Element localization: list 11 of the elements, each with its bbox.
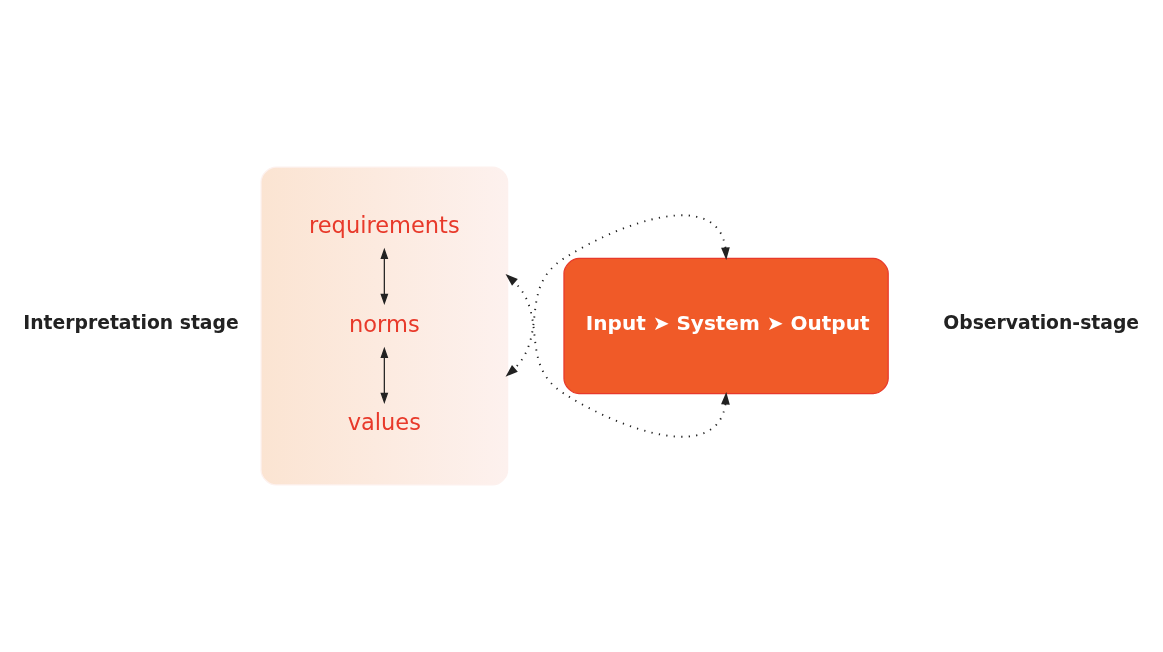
- arrow: [505, 214, 730, 377]
- cluster: [260, 166, 509, 486]
- node-text: norms: [349, 310, 420, 337]
- node-text: values: [347, 409, 421, 436]
- node-label: Interpretation stage: [23, 312, 239, 334]
- arrow: [505, 274, 730, 438]
- node-box: Input ➤ System ➤ Output: [563, 257, 889, 395]
- arrow: [380, 346, 389, 404]
- node-label: Observation-stage: [943, 312, 1140, 334]
- arrow: [380, 247, 389, 306]
- node-text: requirements: [309, 211, 460, 238]
